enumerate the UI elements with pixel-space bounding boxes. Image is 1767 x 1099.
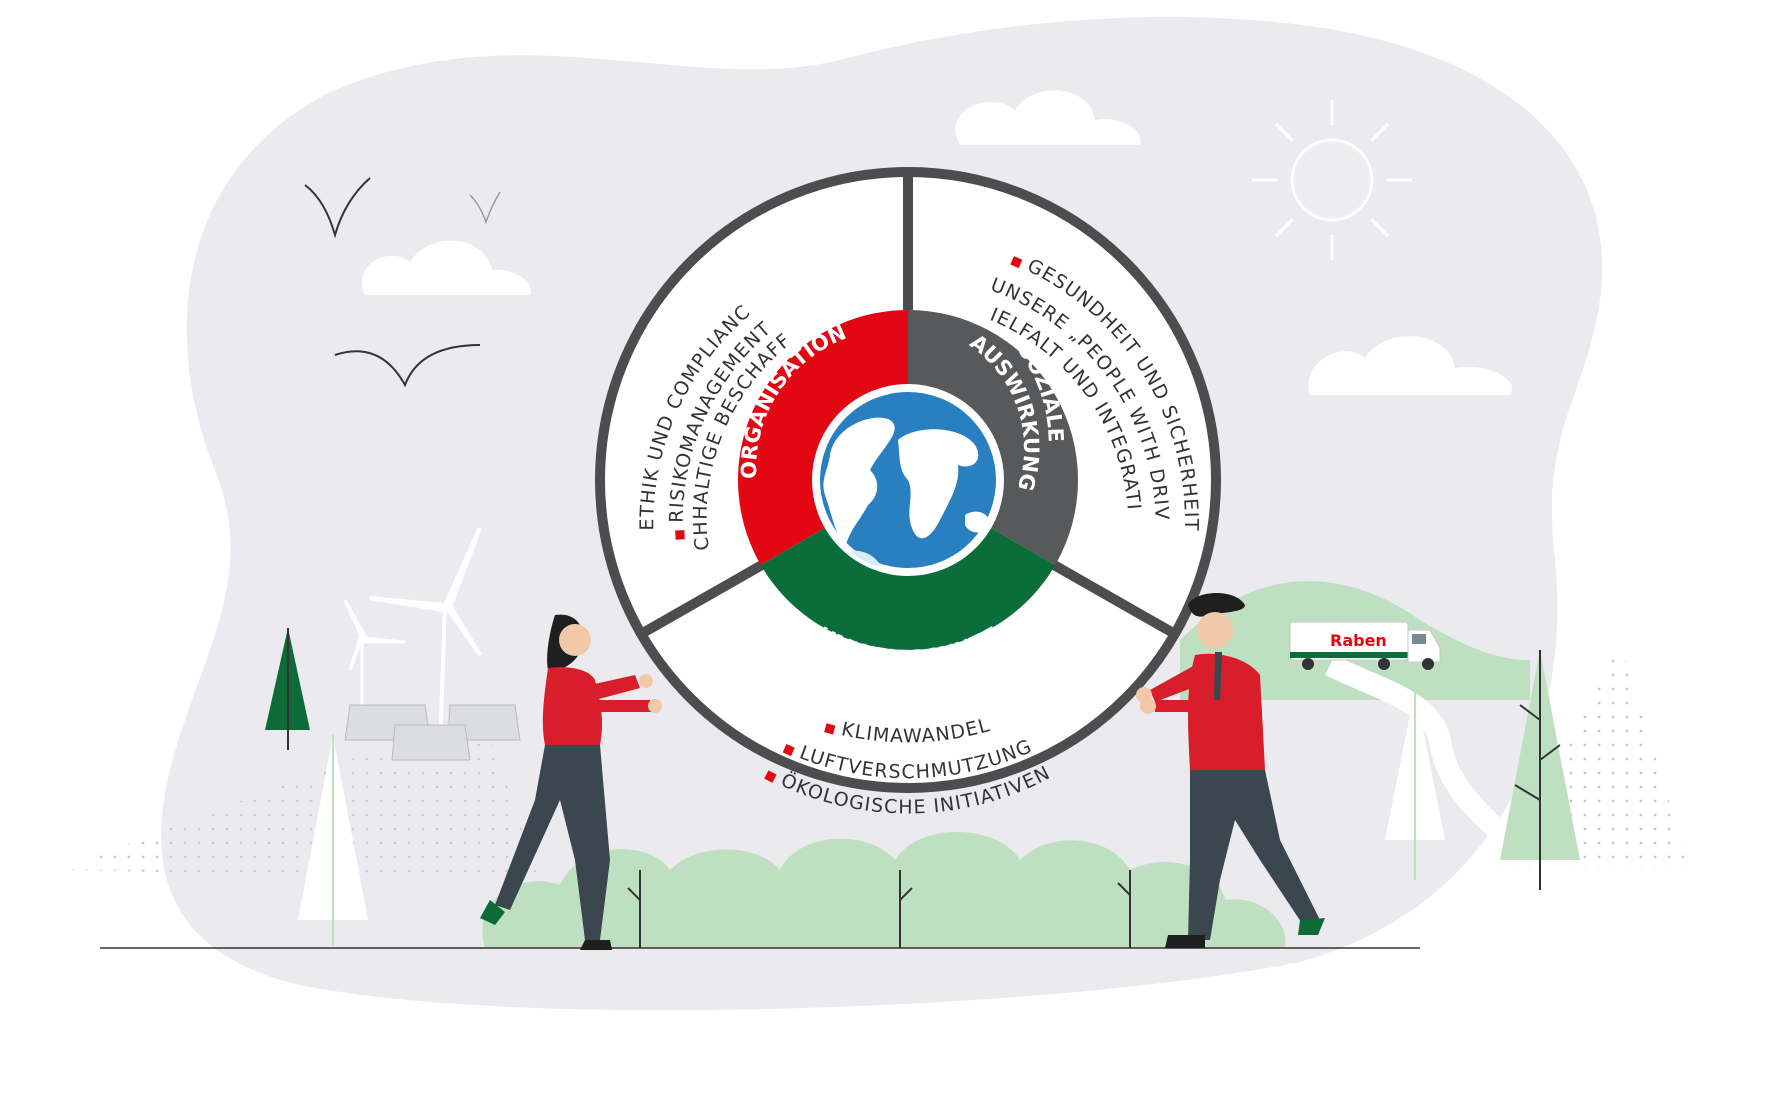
bird-icon: [304, 177, 371, 239]
bushes: [482, 831, 1286, 948]
solar-panel-icon: [344, 704, 521, 761]
wind-turbine-icon: [369, 527, 482, 751]
tree-icon: [265, 628, 310, 750]
man-figure: [1136, 592, 1325, 948]
tree-icon: [1500, 650, 1580, 890]
wind-turbine-icon: [343, 599, 406, 740]
globe-icon: [812, 384, 1004, 576]
cloud-icon: [1308, 336, 1512, 395]
cloud-icon: [361, 240, 531, 295]
cloud-icon: [955, 90, 1141, 145]
truck-icon: Raben: [1289, 621, 1441, 670]
truck-brand: Raben: [1330, 631, 1387, 650]
bird-icon: [469, 191, 501, 225]
sapling: [627, 870, 1131, 948]
divider: [1051, 560, 1178, 639]
divider: [638, 560, 765, 639]
tree-icon: [298, 735, 368, 945]
sun-icon: [1252, 100, 1412, 260]
tree-icon: [1385, 690, 1445, 880]
bird-icon: [334, 344, 481, 388]
woman-figure: [480, 614, 662, 950]
